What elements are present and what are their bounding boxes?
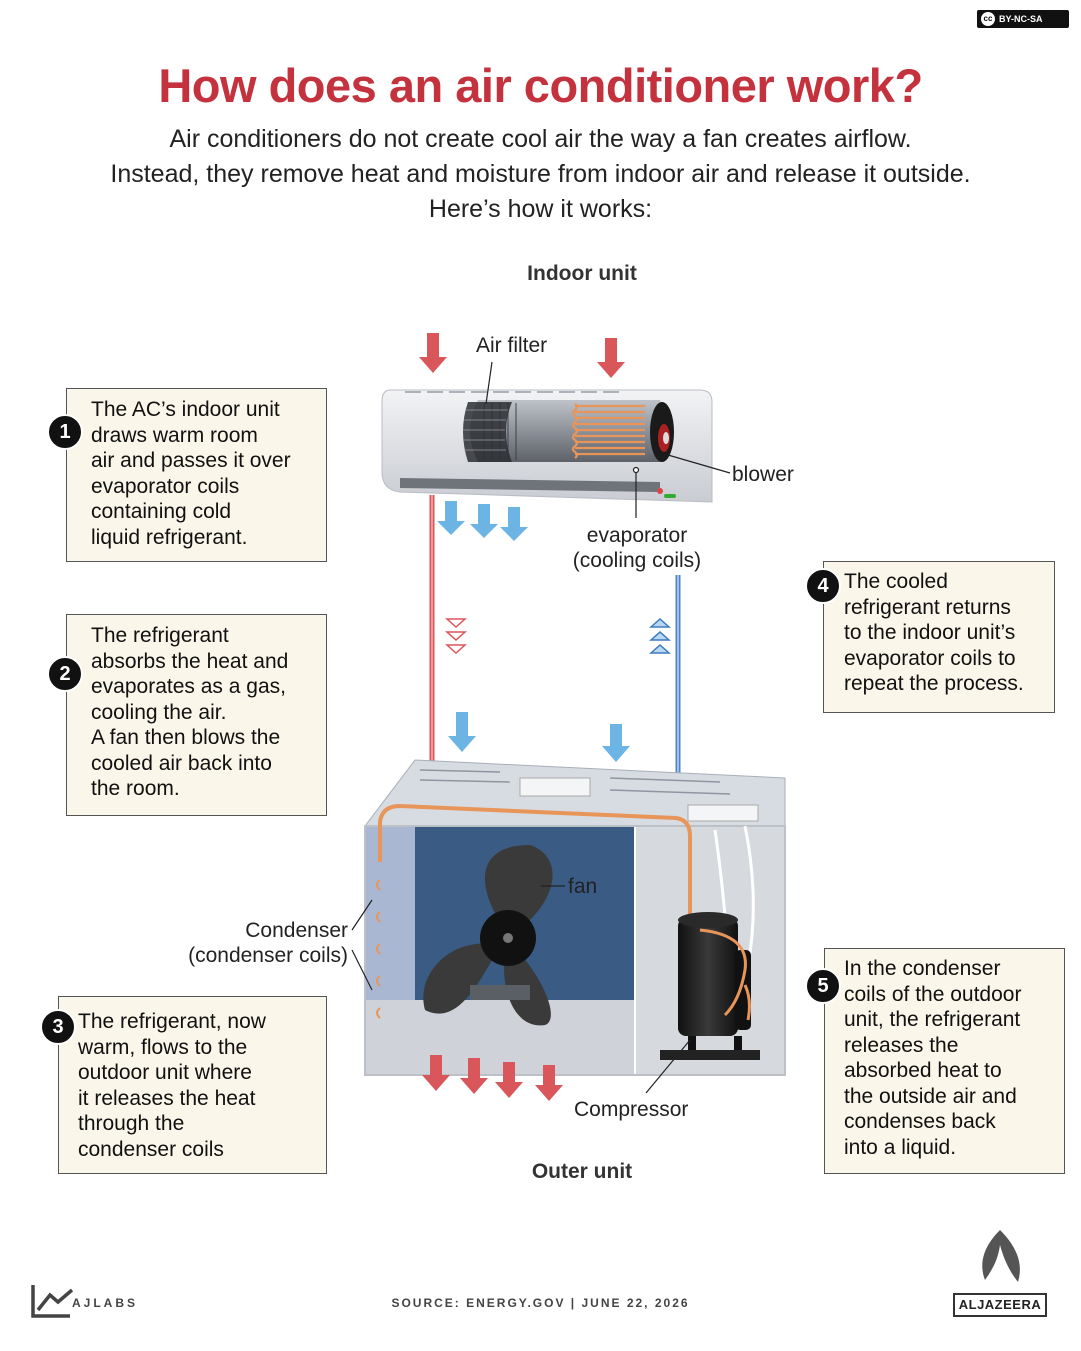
ajlabs-brand: AJLABS [72, 1296, 139, 1310]
step-1-box: The AC’s indoor unit draws warm room air… [66, 388, 327, 562]
indoor-leader-lines [485, 361, 731, 518]
blower-label: blower [732, 463, 794, 486]
fan-label: fan [568, 875, 598, 898]
step-5-number: 5 [805, 968, 841, 1004]
evaporator-label: evaporator (cooling coils) [562, 523, 712, 573]
license-badge: cc BY-NC-SA [977, 10, 1069, 28]
step-5-box: In the condenser coils of the outdoor un… [824, 948, 1065, 1174]
step-4-number: 4 [805, 568, 841, 604]
flow-up-chevrons-icon [649, 617, 671, 654]
evaporator-label-line2: (cooling coils) [572, 549, 702, 572]
outdoor-unit-illustration [363, 759, 786, 1076]
ajlabs-logo-icon [31, 1285, 74, 1318]
outer-unit-label: Outer unit [531, 1160, 633, 1183]
aljazeera-logo: ALJAZEERA [953, 1293, 1047, 1317]
step-4-box: The cooled refrigerant returns to the in… [823, 561, 1055, 713]
condenser-label-line1: Condenser [245, 919, 348, 942]
condenser-label-line2: (condenser coils) [188, 944, 348, 967]
flow-down-chevrons-icon [445, 618, 467, 655]
compressor-label: Compressor [574, 1098, 689, 1121]
condenser-label: Condenser (condenser coils) [158, 918, 348, 968]
intro-line-1: Air conditioners do not create cool air … [169, 125, 912, 153]
air-into-outdoor-arrows-icon [448, 712, 630, 762]
outdoor-leader-lines [351, 885, 691, 1094]
refrigerant-pipes [429, 495, 681, 775]
warm-air-arrows-icon [419, 333, 625, 378]
intro-line-3: Here’s how it works: [428, 195, 653, 223]
air-filter-label: Air filter [476, 334, 548, 357]
step-3-box: The refrigerant, now warm, flows to the … [58, 996, 327, 1174]
license-text: BY-NC-SA [999, 14, 1043, 24]
step-1-text: The AC’s indoor unit draws warm room air… [91, 398, 291, 549]
source-line: SOURCE: ENERGY.GOV | JUNE 22, 2026 [391, 1296, 690, 1310]
hot-air-out-arrows-icon [422, 1055, 563, 1101]
step-3-number: 3 [40, 1009, 76, 1045]
step-3-text: The refrigerant, now warm, flows to the … [78, 1010, 266, 1161]
step-2-number: 2 [47, 656, 83, 692]
page-title: How does an air conditioner work? [158, 59, 923, 112]
creative-commons-icon: cc [981, 12, 995, 26]
indoor-unit-illustration [381, 389, 713, 503]
step-4-text: The cooled refrigerant returns to the in… [844, 570, 1024, 695]
indoor-unit-label: Indoor unit [527, 262, 637, 285]
evaporator-label-line1: evaporator [586, 524, 688, 547]
step-2-text: The refrigerant absorbs the heat and eva… [91, 624, 289, 800]
step-1-number: 1 [47, 414, 83, 450]
step-5-text: In the condenser coils of the outdoor un… [844, 957, 1022, 1159]
intro-text: Air conditioners do not create cool air … [40, 122, 1041, 227]
intro-line-2: Instead, they remove heat and moisture f… [110, 160, 971, 188]
step-2-box: The refrigerant absorbs the heat and eva… [66, 614, 327, 816]
cool-air-out-arrows-icon [437, 501, 528, 541]
